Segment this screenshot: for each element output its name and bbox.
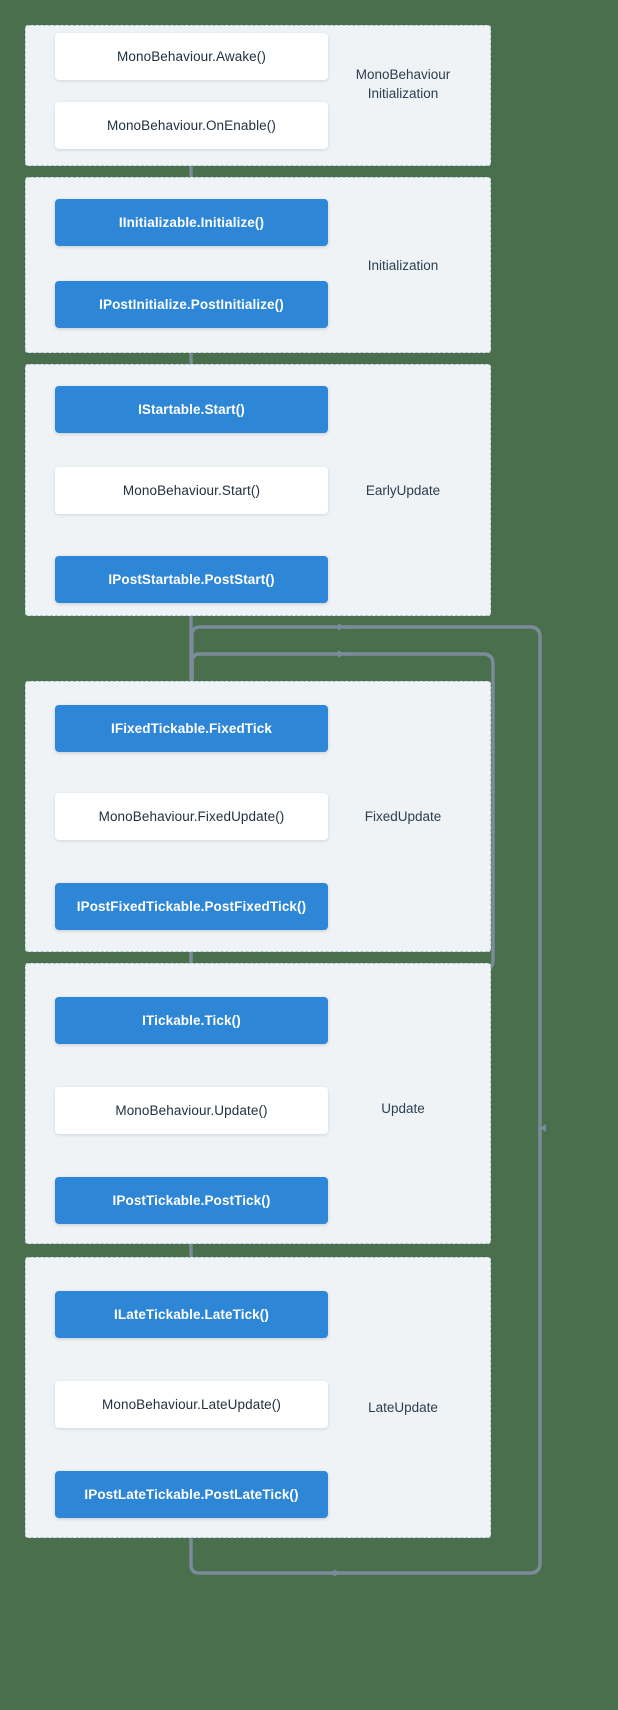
phase-label-lateupdate: LateUpdate (368, 1400, 438, 1415)
node-iposttickable-posttick[interactable]: IPostTickable.PostTick() (55, 1177, 328, 1224)
node-monobehaviour-awake[interactable]: MonoBehaviour.Awake() (55, 33, 328, 80)
phase-label-fixedupdate: FixedUpdate (364, 809, 442, 824)
node-monobehaviour-update[interactable]: MonoBehaviour.Update() (55, 1087, 328, 1134)
node-iinitializable-initialize[interactable]: IInitializable.Initialize() (55, 199, 328, 246)
phase-label-monobehaviour-initialization: MonoBehaviour Initialization (355, 67, 451, 101)
phase-label-update: Update (381, 1101, 425, 1116)
node-ifixedtickable-fixedtick[interactable]: IFixedTickable.FixedTick (55, 705, 328, 752)
node-istartable-start[interactable]: IStartable.Start() (55, 386, 328, 433)
node-ipostfixedtickable-postfixedtick[interactable]: IPostFixedTickable.PostFixedTick() (55, 883, 328, 930)
node-itickable-tick[interactable]: ITickable.Tick() (55, 997, 328, 1044)
node-monobehaviour-start[interactable]: MonoBehaviour.Start() (55, 467, 328, 514)
node-monobehaviour-fixedupdate[interactable]: MonoBehaviour.FixedUpdate() (55, 793, 328, 840)
node-ipoststartable-poststart[interactable]: IPostStartable.PostStart() (55, 556, 328, 603)
node-monobehaviour-onenable[interactable]: MonoBehaviour.OnEnable() (55, 102, 328, 149)
node-ipostinitialize-postinitialize[interactable]: IPostInitialize.PostInitialize() (55, 281, 328, 328)
node-monobehaviour-lateupdate[interactable]: MonoBehaviour.LateUpdate() (55, 1381, 328, 1428)
node-ipostlatetickable-postlatetick[interactable]: IPostLateTickable.PostLateTick() (55, 1471, 328, 1518)
node-ilatetickable-latetick[interactable]: ILateTickable.LateTick() (55, 1291, 328, 1338)
phase-label-initialization: Initialization (367, 258, 439, 273)
phase-label-earlyupdate: EarlyUpdate (365, 483, 441, 498)
